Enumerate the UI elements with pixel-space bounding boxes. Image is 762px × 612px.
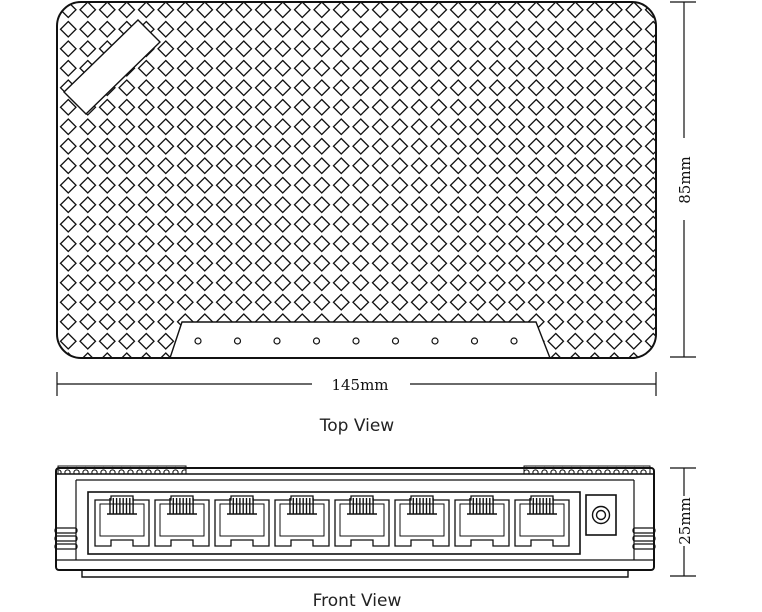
height-dimension-label: 25mm — [676, 497, 694, 545]
front-view — [54, 465, 656, 578]
top-grille-pattern — [57, 2, 656, 358]
top-view-caption: Top View — [319, 416, 395, 436]
led-indicator — [470, 337, 479, 345]
ethernet-port — [274, 495, 330, 547]
led-indicator — [273, 337, 281, 345]
ethernet-port — [94, 495, 150, 547]
power-jack — [585, 494, 617, 536]
side-vents-left — [54, 527, 78, 550]
label-panel — [63, 19, 161, 115]
width-dimension — [56, 372, 657, 396]
led-indicator — [510, 337, 518, 345]
led-indicator — [194, 337, 202, 345]
led-indicator — [352, 337, 360, 345]
depth-dimension — [670, 1, 696, 358]
led-indicator — [431, 337, 439, 345]
ethernet-ports — [94, 495, 570, 547]
port-block — [87, 491, 581, 555]
led-indicator — [312, 337, 321, 345]
front-body — [55, 467, 655, 571]
height-dimension — [670, 467, 696, 577]
ethernet-port — [394, 495, 450, 547]
ethernet-port — [214, 495, 270, 547]
side-vents-right — [632, 527, 656, 550]
feet — [81, 570, 629, 578]
front-view-caption: Front View — [313, 591, 402, 611]
ethernet-port — [154, 495, 210, 547]
led-indicator — [233, 337, 242, 345]
top-view — [56, 1, 657, 359]
width-dimension-label: 145mm — [331, 376, 388, 394]
ethernet-port — [454, 495, 510, 547]
depth-dimension-label: 85mm — [676, 156, 694, 204]
led-indicators — [194, 337, 518, 345]
ethernet-port — [334, 495, 390, 547]
ethernet-port — [514, 495, 570, 547]
top-outline — [56, 1, 657, 359]
led-panel — [169, 321, 552, 358]
led-indicator — [391, 337, 400, 345]
